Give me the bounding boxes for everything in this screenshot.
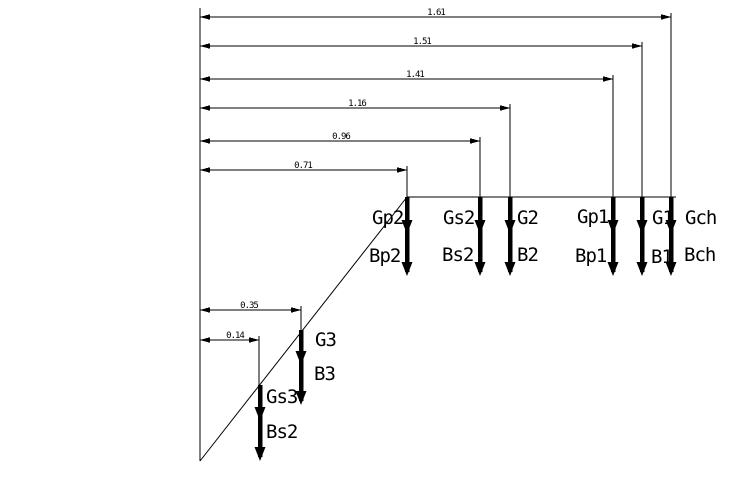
dim-1-51-arrow-left [200,43,210,49]
label-bp2: Bp2 [369,245,400,267]
dim-0-35-arrow-left [200,307,210,313]
label-bs2-lower: Bs2 [266,421,297,443]
load-arrow-g2-b2-mid-arrowhead [504,220,516,234]
dim-0-96-arrow-right [470,138,480,144]
load-arrow-gch-bch-bottom-arrowhead [665,262,677,276]
label-gs3: Gs3 [266,386,298,408]
dim-1-61-arrow-left [200,14,210,20]
load-arrow-g2-b2-bottom-arrowhead [504,262,516,276]
label-gp1: Gp1 [577,206,609,228]
dim-0-14-label: 0.14 [226,331,244,341]
load-arrow-gs2-bs2-bottom-arrowhead [474,262,486,276]
load-arrow-gp2-bp2-bottom-arrowhead [401,262,413,276]
load-arrow-gch-bch-mid-arrowhead [665,220,677,234]
label-gs2: Gs2 [443,207,474,229]
dim-1-61-arrow-right [661,14,671,20]
label-bch: Bch [684,244,715,266]
load-arrow-g3-b3-mid-arrowhead [295,351,307,365]
load-arrow-g1-b1-bottom-arrowhead [636,262,648,276]
label-g1: G1 [652,207,673,229]
dim-0-96-arrow-left [200,138,210,144]
dim-0-14-arrow-left [200,337,210,343]
dim-0-71-arrow-left [200,167,210,173]
dim-1-51-label: 1.51 [413,37,431,47]
label-g3: G3 [315,329,336,351]
dim-1-61-label: 1.61 [427,8,445,18]
load-arrow-gs3-bs2-bottom-arrowhead [254,447,266,461]
dim-0-35-label: 0.35 [240,301,258,311]
dim-1-41-arrow-left [200,76,210,82]
flight-line [199,196,408,462]
dim-0-96-label: 0.96 [332,132,350,142]
load-arrow-g1-b1-mid-arrowhead [636,220,648,234]
dim-1-41-arrow-right [603,76,613,82]
dim-0-35-arrow-right [291,307,301,313]
dim-1-16-arrow-right [500,105,510,111]
load-arrow-gp1-bp1-mid-arrowhead [607,220,619,234]
label-b2: B2 [517,244,538,266]
load-arrow-gs2-bs2-mid-arrowhead [474,220,486,234]
label-gp2: Gp2 [372,207,403,229]
label-b1: B1 [651,246,672,268]
dim-0-71-label: 0.71 [294,161,312,171]
label-b3: B3 [314,363,335,385]
dim-1-16-label: 1.16 [348,99,366,109]
label-gch: Gch [685,207,716,229]
dim-1-16-arrow-left [200,105,210,111]
label-bs2: Bs2 [442,244,473,266]
label-bp1: Bp1 [575,245,607,267]
load-arrow-gp2-bp2-mid-arrowhead [401,220,413,234]
dim-1-51-arrow-right [632,43,642,49]
load-arrow-g3-b3-bottom-arrowhead [295,391,307,405]
dim-1-41-label: 1.41 [406,70,424,80]
load-arrow-gs3-bs2-mid-arrowhead [254,407,266,421]
load-arrow-gp1-bp1-bottom-arrowhead [607,262,619,276]
label-g2: G2 [517,207,538,229]
dim-0-71-arrow-right [397,167,407,173]
dim-0-14-arrow-right [249,337,259,343]
